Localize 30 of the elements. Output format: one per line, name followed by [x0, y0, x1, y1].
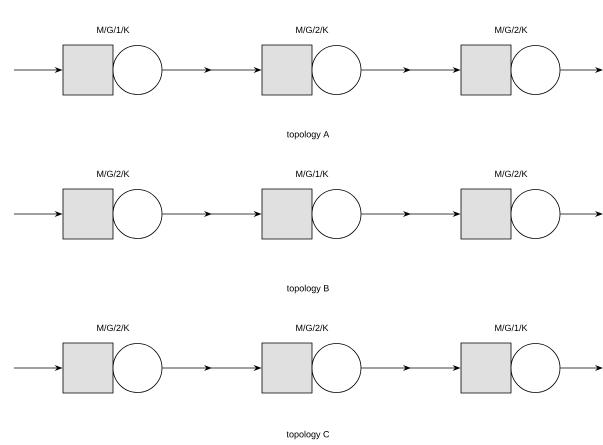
server-circle [510, 189, 560, 239]
queue-box: M/G/2/K [460, 26, 528, 96]
queue-box: M/G/2/K [62, 324, 130, 394]
server-circle [312, 343, 362, 393]
caption: topology C [286, 430, 330, 440]
server-circle [112, 45, 162, 95]
server-circle [312, 45, 362, 95]
server-circle [510, 45, 560, 95]
caption: topology B [286, 284, 329, 294]
queue-box: M/G/2/K [262, 324, 328, 394]
node-label: M/G/2/K [97, 324, 130, 332]
server-circle [312, 189, 362, 239]
server-circle [112, 343, 162, 393]
server-circle [112, 189, 162, 239]
node-label: M/G/2/K [97, 170, 130, 178]
node-label: M/G/1/K [296, 170, 328, 178]
caption: topology A [286, 130, 330, 140]
server-circle [510, 343, 560, 393]
queue-box: M/G/1/K [262, 170, 328, 240]
queue-box: M/G/1/K [460, 324, 528, 394]
node-label: M/G/1/K [495, 324, 528, 332]
node-label: M/G/2/K [495, 170, 528, 178]
node-label: M/G/2/K [495, 26, 528, 34]
node-label: M/G/2/K [296, 26, 328, 34]
node-label: M/G/1/K [97, 26, 130, 34]
node-label: M/G/2/K [296, 324, 328, 332]
queue-box: M/G/1/K [62, 26, 130, 96]
queue-box: M/G/2/K [262, 26, 328, 96]
queue-box: M/G/2/K [62, 170, 130, 240]
queue-box: M/G/2/K [460, 170, 528, 240]
